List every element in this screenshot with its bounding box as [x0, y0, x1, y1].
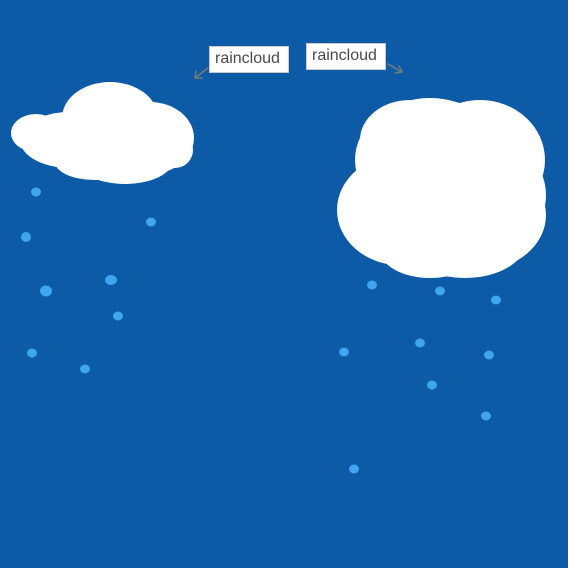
raindrop	[146, 217, 156, 227]
left-cloud	[11, 82, 194, 184]
left-cloud-label: raincloud	[209, 46, 289, 73]
raindrop	[435, 286, 445, 296]
left-raindrops	[21, 187, 156, 374]
right-cloud-label: raincloud	[306, 43, 386, 70]
raindrop	[113, 311, 123, 321]
raindrop	[80, 364, 90, 374]
raindrop	[349, 464, 359, 474]
raindrop	[481, 411, 491, 421]
raindrop	[491, 295, 501, 305]
raindrop	[40, 285, 52, 297]
raindrop	[27, 348, 37, 358]
right-label-arrow	[387, 63, 404, 74]
raindrop	[484, 350, 494, 360]
raindrop	[105, 275, 117, 285]
raindrop	[367, 280, 377, 290]
right-raindrops	[339, 280, 501, 474]
raindrop	[31, 187, 41, 197]
raindrop	[427, 380, 437, 390]
raindrop	[21, 232, 31, 242]
raindrop	[339, 347, 349, 357]
raindrop	[415, 338, 425, 348]
left-label-arrow	[194, 67, 209, 79]
right-cloud	[337, 98, 546, 278]
